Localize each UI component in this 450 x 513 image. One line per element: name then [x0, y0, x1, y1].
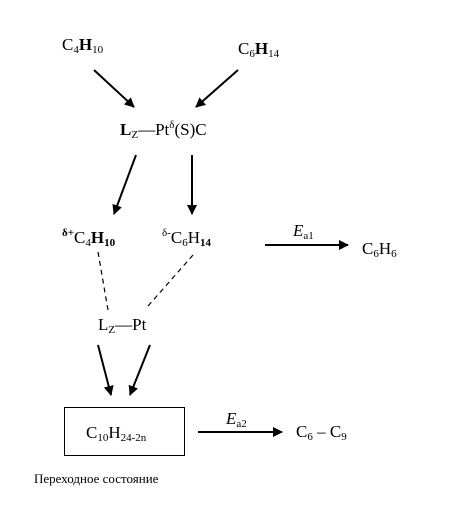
- product-2-sub1: 6: [307, 431, 313, 443]
- catalyst-bond: —: [138, 120, 156, 139]
- ion-pos-sub1: 4: [85, 237, 91, 249]
- reactant-1-h: H: [78, 35, 93, 54]
- product-c6h6: C6H6: [362, 240, 397, 260]
- ion-neg-sub2: 14: [199, 237, 211, 249]
- transition-sub2: 24-2n: [120, 432, 147, 444]
- reactant-2-sub1: 6: [249, 48, 255, 60]
- arrow-c6h14-to-catalyst: [195, 69, 239, 108]
- activation-energy-2: Ea2: [226, 410, 247, 430]
- product-c6-c9: C6 – C9: [296, 423, 347, 443]
- ion-neg-charge: δ-: [162, 227, 171, 239]
- catalyst-delta: δ: [169, 119, 175, 131]
- complex-l: L: [98, 315, 109, 334]
- transition-h: H: [108, 423, 121, 442]
- ion-neg-h: H: [187, 228, 200, 247]
- product-2-c: C: [296, 422, 308, 441]
- ion-pos-charge: δ+: [62, 227, 74, 239]
- ion-negative-c6h14: δ-C6H14: [162, 228, 211, 249]
- catalyst-z: Z: [131, 129, 139, 141]
- dashed-bond-ion-pos: [97, 251, 109, 311]
- reactant-2-c: C: [238, 39, 250, 58]
- catalyst-label: LZ—Ptδ(S)C: [120, 120, 207, 141]
- product-1-sub1: 6: [373, 248, 379, 260]
- transition-state-box: [64, 407, 185, 456]
- catalyst-l: L: [120, 120, 132, 139]
- ion-positive-c4h10: δ+C4H10: [62, 228, 115, 249]
- transition-c: C: [86, 423, 98, 442]
- transition-sub1: 10: [97, 432, 109, 444]
- ion-pos-h: H: [90, 228, 105, 247]
- reactant-2-h: H: [254, 39, 269, 58]
- catalyst-pt: Pt: [155, 120, 170, 139]
- ion-neg-c: C: [170, 228, 183, 247]
- arrow-c4h10-to-catalyst: [93, 69, 135, 108]
- reactant-1-sub2: 10: [92, 44, 104, 56]
- complex-bond: —: [115, 315, 133, 334]
- complex-z: Z: [108, 324, 116, 336]
- product-1-sub2: 6: [391, 248, 397, 260]
- ea1-sub: a1: [303, 230, 314, 242]
- product-2-sub2: 9: [341, 431, 347, 443]
- reactant-c6h14: C6H14: [238, 40, 279, 60]
- complex-pt: Pt: [132, 315, 147, 334]
- dashed-bond-ion-neg: [147, 254, 194, 307]
- reactant-2-sub2: 14: [268, 48, 280, 60]
- transition-state-caption: Переходное состояние: [34, 471, 159, 486]
- ion-neg-sub1: 6: [182, 237, 188, 249]
- activation-energy-1: Ea1: [293, 222, 314, 242]
- product-1-h: H: [378, 239, 392, 258]
- ion-pos-c: C: [73, 228, 86, 247]
- ea2-sub: a2: [236, 418, 247, 430]
- ea2-e: E: [226, 409, 237, 428]
- arrow-catalyst-to-ion-pos: [112, 154, 137, 215]
- ion-pos-sub2: 10: [104, 237, 116, 249]
- product-1-c: C: [362, 239, 374, 258]
- catalyst-rest: (S)C: [174, 120, 207, 139]
- arrow-complex-left-to-box: [97, 344, 114, 396]
- ea1-e: E: [293, 221, 304, 240]
- transition-state-formula: C10H24-2n: [86, 424, 146, 444]
- reactant-1-c: C: [62, 35, 74, 54]
- complex-label: LZ—Pt: [98, 316, 146, 336]
- arrow-complex-right-to-box: [128, 344, 151, 396]
- reactant-c4h10: C4H10: [62, 36, 103, 56]
- product-2-dash: – C: [312, 422, 342, 441]
- reactant-1-sub1: 4: [73, 44, 79, 56]
